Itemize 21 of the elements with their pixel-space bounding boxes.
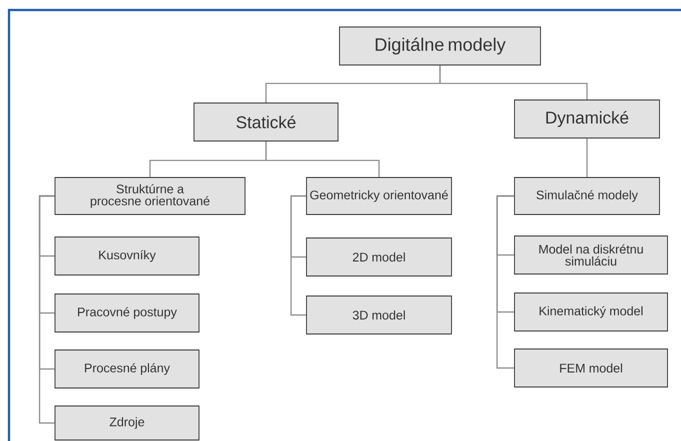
box: Pracovné postupy [54, 294, 200, 332]
box: 3D model [306, 296, 452, 334]
box: Kinematický model [514, 292, 668, 332]
connector [38, 195, 55, 424]
connector [496, 195, 514, 369]
box: Dynamické [514, 100, 660, 138]
connector [586, 138, 588, 178]
box: FEM model [514, 348, 668, 388]
connector [439, 65, 588, 100]
box: 2D model [306, 238, 452, 276]
box: Geometricky orientované [306, 177, 452, 215]
box: Kusovníky [54, 236, 200, 276]
box: Procesné plány [54, 350, 200, 388]
box: Struktúrne a procesne orientované [54, 177, 246, 215]
box: Statické [194, 102, 338, 142]
box: Model na diskrétnu simuláciu [514, 236, 668, 274]
connector [265, 141, 380, 178]
box: Digitálne modely [339, 26, 541, 66]
box: Zdroje [54, 406, 200, 440]
box: Simulačné modely [514, 177, 660, 215]
connector [290, 195, 306, 316]
